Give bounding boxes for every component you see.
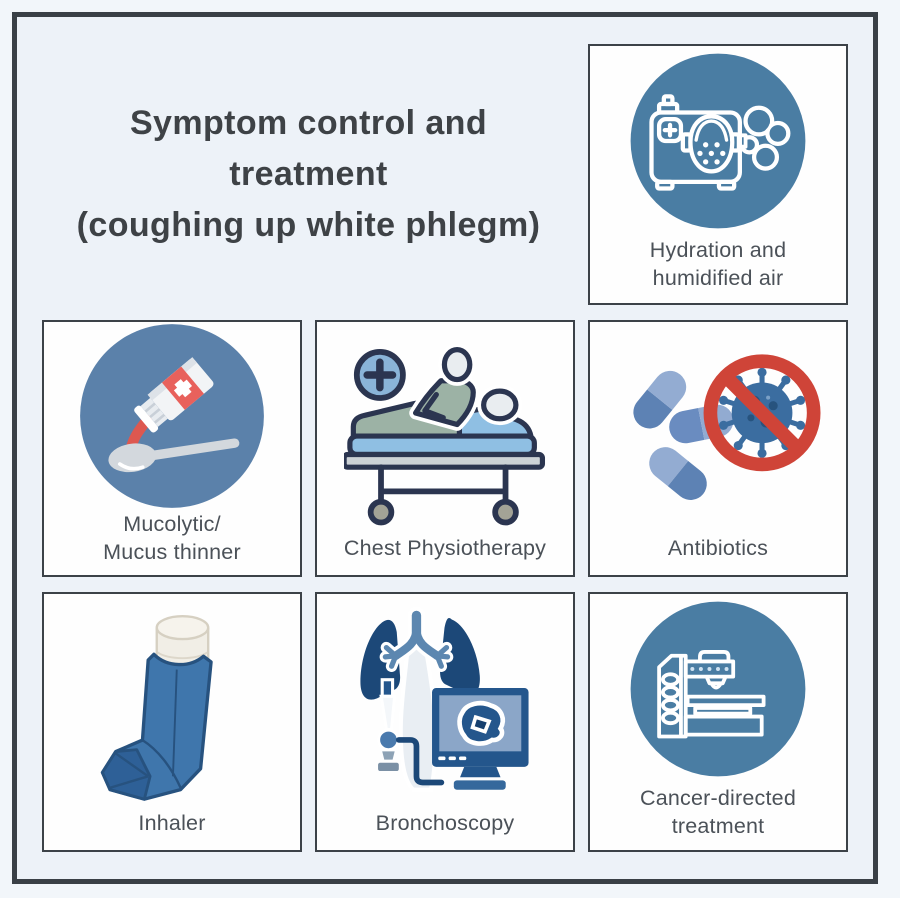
pills-no-virus-icon — [633, 354, 821, 500]
card-label: Cancer-directed treatment — [640, 786, 796, 839]
card-label: Inhaler — [138, 810, 206, 835]
card-grid: Symptom control and treatment (coughing … — [17, 44, 873, 852]
title-block: Symptom control and treatment (coughing … — [42, 44, 575, 305]
card-hydration: Hydration and humidified air — [588, 44, 848, 305]
icon-area — [590, 46, 846, 236]
page-title: Symptom control and treatment (coughing … — [76, 104, 541, 244]
card-bronchoscopy: Bronchoscopy — [315, 592, 575, 852]
icon-area — [590, 322, 846, 534]
card-label: Bronchoscopy — [375, 810, 515, 835]
card-mucolytic: Mucolytic/ Mucus thinner — [42, 320, 302, 577]
radiotherapy-machine-icon — [630, 601, 806, 777]
icon-area — [590, 594, 846, 784]
card-label: Hydration and humidified air — [649, 238, 787, 291]
humidifier-icon — [630, 53, 806, 229]
card-label: Antibiotics — [667, 535, 769, 560]
icon-area — [44, 322, 300, 510]
icon-area — [44, 594, 300, 809]
card-label: Mucolytic/ Mucus thinner — [103, 512, 241, 565]
card-label: Chest Physiotherapy — [343, 535, 547, 560]
inhaler-icon — [100, 614, 213, 801]
chest-physiotherapy-icon — [344, 343, 546, 526]
card-antibiotics: Antibiotics — [588, 320, 848, 577]
card-cancer-directed-treatment: Cancer-directed treatment — [588, 592, 848, 852]
bronchoscopy-icon — [360, 606, 529, 793]
medicine-bottle-spoon-icon — [80, 324, 264, 508]
card-inhaler: Inhaler — [42, 592, 302, 852]
icon-area — [317, 594, 573, 809]
icon-area — [317, 322, 573, 534]
card-chest-physiotherapy: Chest Physiotherapy — [315, 320, 575, 577]
poster-frame: Symptom control and treatment (coughing … — [12, 12, 878, 884]
